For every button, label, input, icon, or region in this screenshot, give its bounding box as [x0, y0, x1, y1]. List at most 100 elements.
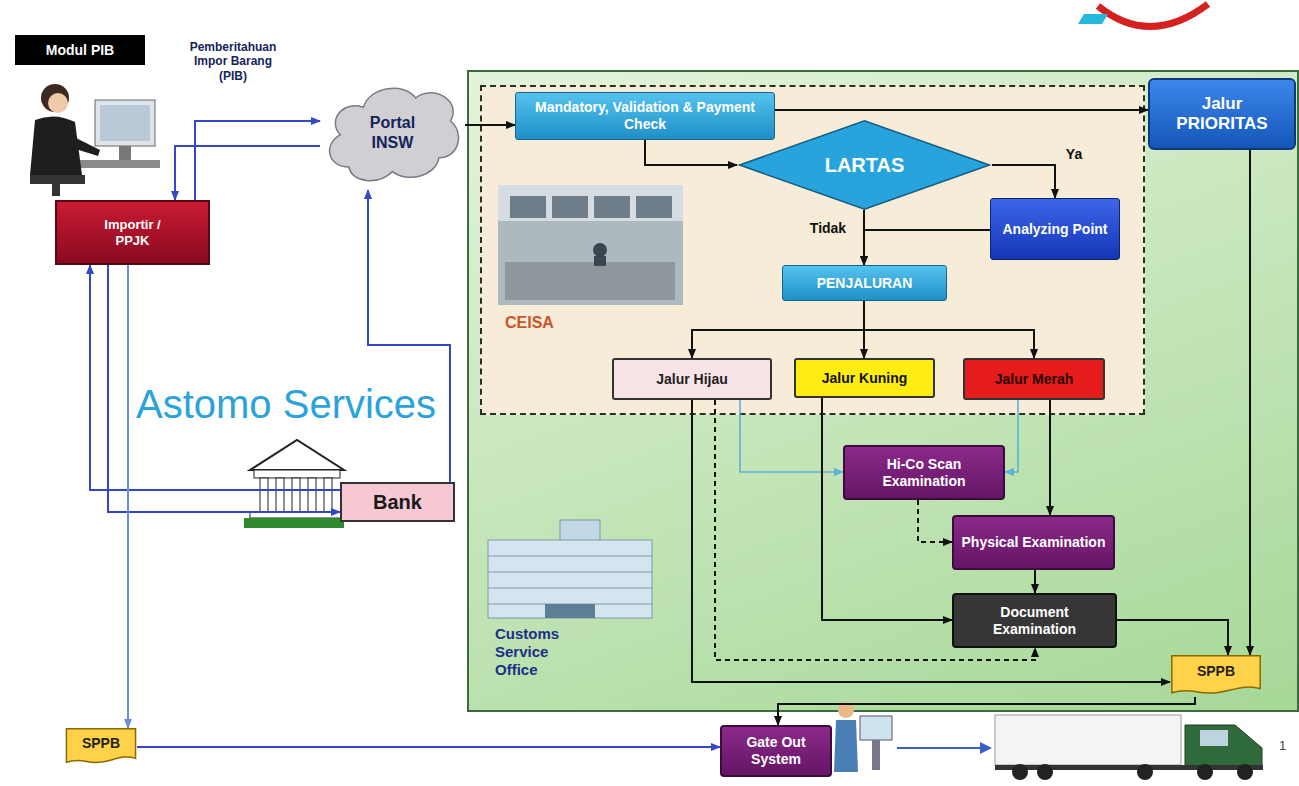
- chair: [30, 175, 85, 184]
- connector: [864, 230, 990, 265]
- building-tower: [560, 520, 600, 542]
- connector: [1117, 620, 1228, 655]
- system-region: CEISA Mandatory, Validation & Payment Che…: [480, 85, 1145, 415]
- importer-illustration: [30, 84, 160, 196]
- wall-screen: [594, 196, 630, 218]
- bank-beam: [254, 470, 340, 478]
- node-text: LARTAS: [825, 153, 905, 177]
- node-text: CEISA: [505, 313, 585, 332]
- process-box: PENJALURAN: [782, 265, 947, 301]
- wheel: [1137, 764, 1153, 780]
- connector: [1005, 400, 1018, 472]
- wheel: [1012, 764, 1028, 780]
- wheel: [1237, 764, 1253, 780]
- wall-screen: [552, 196, 588, 218]
- decision-diamond: LARTAS: [737, 120, 992, 210]
- chassis: [995, 765, 1263, 770]
- edge-label: Pemberitahuan Impor Barang (PIB): [183, 40, 283, 83]
- actor-box: Importir / PPJK: [55, 200, 210, 265]
- doc-path: [1172, 656, 1260, 693]
- channel-box: Jalur Hijau: [612, 358, 772, 400]
- office-building: [488, 520, 652, 618]
- connector: [822, 398, 952, 620]
- watermark: Astomo Services: [135, 380, 437, 428]
- exam-box: Document Examination: [952, 593, 1117, 648]
- cab-window: [1200, 730, 1228, 746]
- connector: [137, 746, 720, 748]
- connector: [778, 697, 1195, 725]
- floor-line: [488, 604, 652, 605]
- control-room-photo: [498, 185, 683, 305]
- process-box: Analyzing Point: [990, 198, 1120, 260]
- truck: [995, 715, 1263, 780]
- channel-box: Jalur Kuning: [794, 358, 935, 398]
- terminal-stand: [872, 740, 880, 770]
- connector: [1249, 150, 1251, 655]
- building-block: [488, 540, 652, 618]
- wall-screen: [510, 196, 546, 218]
- bank-column: [308, 478, 316, 512]
- operator-body: [834, 720, 858, 772]
- chair-leg: [52, 184, 60, 196]
- monitor: [95, 100, 155, 146]
- face: [48, 93, 68, 113]
- terminal: [860, 716, 892, 740]
- node-text: SPPB: [1197, 663, 1235, 680]
- bank-column: [276, 478, 284, 512]
- node-text: Hi-Co Scan Examination: [850, 456, 998, 490]
- connector: [692, 301, 864, 358]
- bank-column: [260, 478, 268, 512]
- operator-body: [594, 256, 606, 266]
- logo-swoosh: [1098, 4, 1208, 27]
- operator: [593, 243, 607, 257]
- connector: [90, 265, 340, 490]
- node-text: Jalur PRIORITAS: [1167, 94, 1277, 135]
- connector: [175, 146, 320, 200]
- trailer: [995, 715, 1181, 765]
- floor-line: [488, 556, 652, 557]
- bank-building: [244, 440, 344, 528]
- connector: [775, 109, 1148, 111]
- exam-box: Physical Examination: [952, 515, 1115, 570]
- bank-box: Bank: [340, 482, 455, 522]
- bank-lawn: [244, 518, 344, 528]
- portal-cloud: Portal INSW: [320, 75, 465, 190]
- office-panel: Customs Service OfficeCEISAMandatory, Va…: [467, 70, 1299, 712]
- bank-column: [292, 478, 300, 512]
- connector: [465, 124, 515, 126]
- node-text: Analyzing Point: [1003, 221, 1108, 238]
- channel-box: Jalur Merah: [963, 358, 1105, 400]
- exit-arrowhead: [980, 742, 992, 754]
- bank-column: [324, 478, 332, 512]
- channel-box: Jalur PRIORITAS: [1148, 78, 1296, 150]
- connector: [715, 400, 1035, 660]
- connector: [195, 121, 320, 200]
- node-text: Jalur Hijau: [656, 371, 728, 388]
- cloud-path: [330, 88, 459, 180]
- edge-label: Tidak: [803, 220, 853, 237]
- logo-mark: [1078, 14, 1108, 24]
- process-box: Mandatory, Validation & Payment Check: [515, 92, 775, 140]
- node-text: PENJALURAN: [817, 275, 913, 292]
- node-text: SPPB: [82, 735, 120, 752]
- doc-path: [66, 729, 135, 763]
- connector: [692, 400, 1170, 682]
- exit-arrow: [897, 747, 982, 749]
- screen: [100, 105, 150, 141]
- connector: [1034, 570, 1036, 593]
- connector: [918, 500, 952, 542]
- truck-cab: [1185, 725, 1262, 768]
- node-text: Jalur Merah: [995, 371, 1074, 388]
- floor-line: [488, 588, 652, 589]
- gate-operator: [834, 702, 892, 772]
- body: [30, 116, 82, 175]
- node-text: Gate Out System: [727, 734, 825, 768]
- node-text: Jalur Kuning: [822, 370, 908, 387]
- document-shape: SPPB: [65, 728, 137, 766]
- node-text: Mandatory, Validation & Payment Check: [522, 99, 768, 133]
- edge-label: Ya: [1061, 146, 1087, 163]
- photo-ground: [498, 185, 683, 305]
- module-tag: Modul PIB: [15, 35, 145, 65]
- node-text: Modul PIB: [46, 42, 114, 59]
- connector: [863, 210, 865, 265]
